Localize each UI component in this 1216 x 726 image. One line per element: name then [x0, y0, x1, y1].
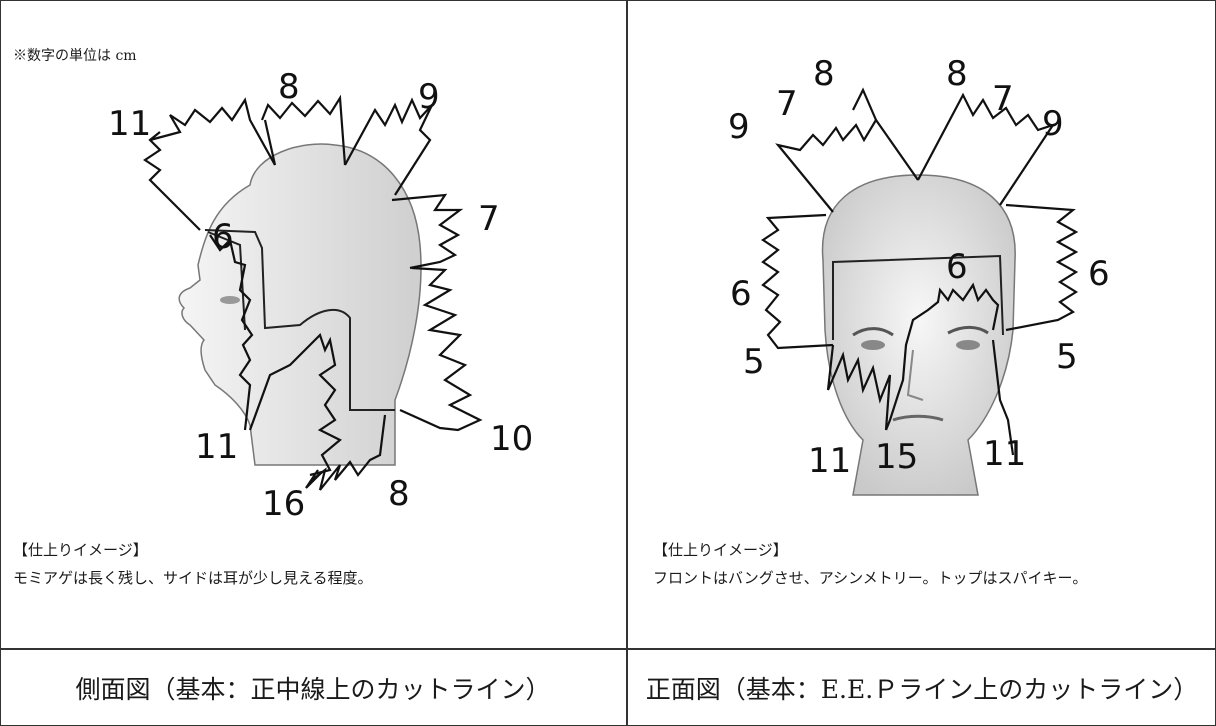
label-7: 7: [478, 199, 500, 239]
side-view-figure: 11 8 9 7 6 11 10 16 8: [108, 67, 533, 524]
unit-note: ※数字の単位は cm: [13, 48, 137, 64]
label-8-right: 8: [946, 54, 968, 94]
label-15: 15: [875, 437, 918, 477]
side-head-silhouette: [178, 143, 422, 466]
label-5-left: 5: [743, 342, 765, 382]
label-11-left: 11: [808, 441, 851, 481]
side-view-caption: 【仕上りイメージ】 モミアゲは長く残し、サイドは耳が少し見える程度。: [13, 536, 603, 592]
side-cut-lines: [143, 94, 483, 491]
label-6-center: 6: [946, 247, 968, 287]
label-16: 16: [262, 484, 305, 524]
label-5-right: 5: [1056, 337, 1078, 377]
label-6: 6: [212, 217, 234, 257]
label-11-top: 11: [108, 104, 151, 144]
label-9-right: 9: [1042, 104, 1064, 144]
caption-text: モミアゲは長く残し、サイドは耳が少し見える程度。: [13, 569, 373, 587]
row-divider: [0, 648, 1216, 650]
label-8-left: 8: [813, 54, 835, 94]
front-view-caption: 【仕上りイメージ】 フロントはバングさせ、アシンメトリー。トップはスパイキー。: [653, 536, 1133, 592]
label-8-bottom: 8: [388, 474, 410, 514]
caption-heading: 【仕上りイメージ】: [653, 541, 788, 559]
label-9-top: 9: [418, 77, 440, 117]
side-view-title: 側面図（基本：正中線上のカットライン）: [75, 675, 551, 704]
label-6-right: 6: [1088, 254, 1110, 294]
front-view-figure: 9 7 8 8 7 9 6 6 6 5 5 11 15 11: [728, 54, 1110, 496]
label-8-top: 8: [278, 67, 300, 107]
label-11-bottom: 11: [195, 427, 238, 467]
label-7-left: 7: [776, 84, 798, 124]
front-view-title: 正面図（基本：E.E.Ｐライン上のカットライン）: [645, 675, 1199, 704]
caption-heading: 【仕上りイメージ】: [13, 541, 148, 559]
label-6-left: 6: [730, 274, 752, 314]
label-9-left: 9: [728, 107, 750, 147]
label-11-right: 11: [983, 434, 1026, 474]
caption-text: フロントはバングさせ、アシンメトリー。トップはスパイキー。: [653, 569, 1088, 587]
label-7-right: 7: [992, 79, 1014, 119]
front-head-silhouette: [821, 174, 1016, 496]
column-divider: [626, 0, 628, 726]
label-10: 10: [490, 419, 533, 459]
front-cut-lines: [761, 87, 1079, 456]
